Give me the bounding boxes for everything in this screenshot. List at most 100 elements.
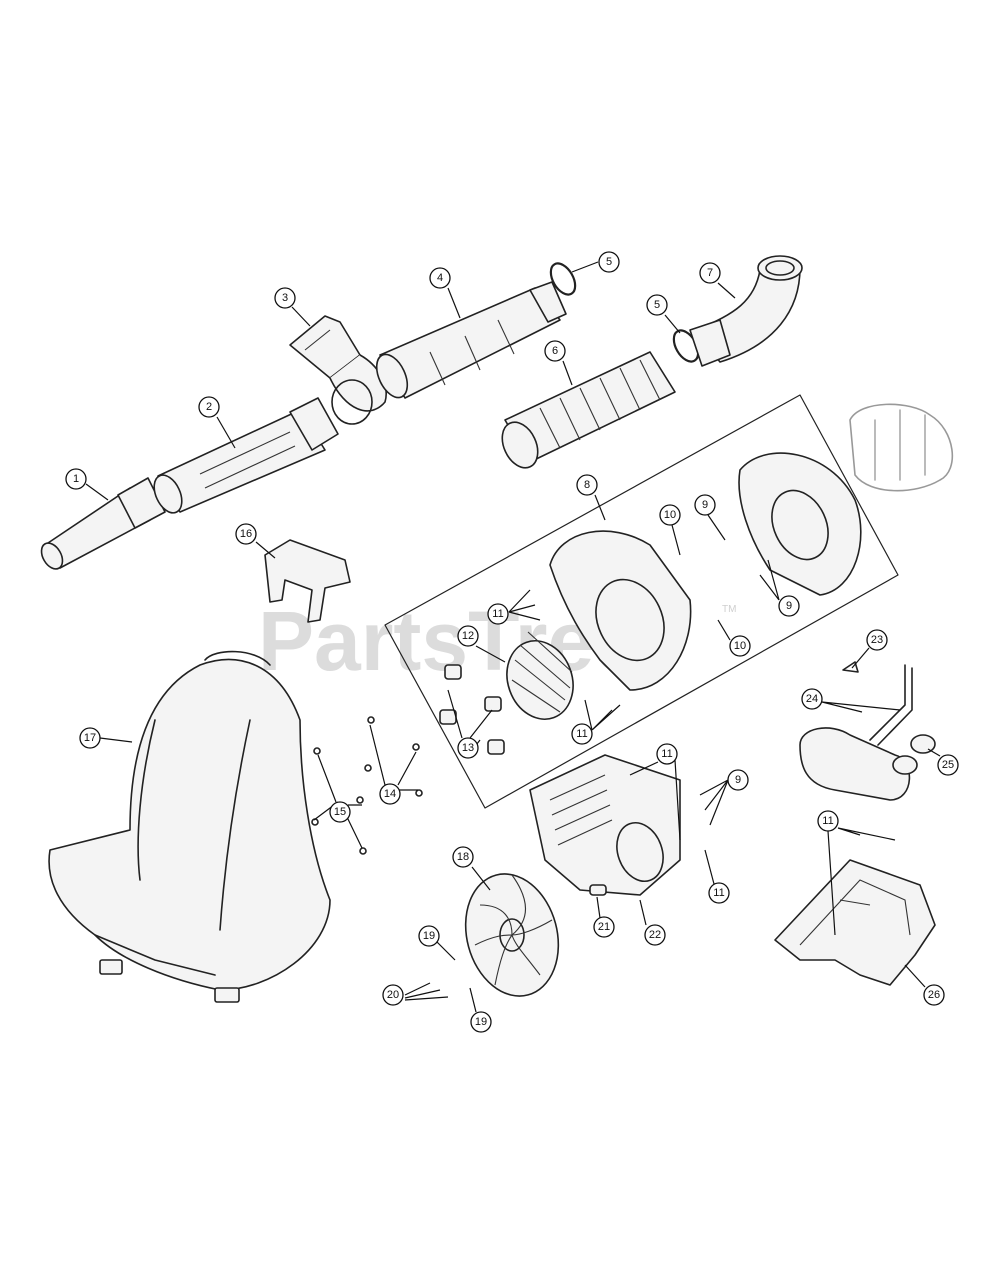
callout-bubble	[778, 595, 800, 617]
callout-number: 17	[84, 732, 96, 744]
callout-bubble	[708, 882, 730, 904]
callout-number: 5	[654, 299, 660, 311]
callout-number: 18	[457, 851, 469, 863]
callout-number: 8	[584, 479, 590, 491]
callout-14: 14	[379, 783, 401, 805]
callout-number: 19	[475, 1016, 487, 1028]
callout-24: 24	[801, 688, 823, 710]
part-fuel-cap	[910, 734, 936, 754]
callout-bubble	[198, 396, 220, 418]
callout-bubble	[646, 294, 668, 316]
part-intake-screen	[506, 631, 574, 720]
callout-bubble	[598, 251, 620, 273]
callout-bubble	[937, 754, 959, 776]
callout-15: 15	[329, 801, 351, 823]
callout-bubble	[470, 1011, 492, 1033]
callout-bubble	[576, 474, 598, 496]
callout-number: 11	[661, 748, 672, 760]
callout-bubble	[694, 494, 716, 516]
callout-number: 9	[702, 499, 708, 511]
part-elbow	[689, 255, 803, 367]
part-handle	[289, 315, 387, 425]
callout-4: 4	[429, 267, 451, 289]
callout-number: 11	[713, 887, 724, 899]
callout-19: 19	[418, 925, 440, 947]
callout-bubble	[729, 635, 751, 657]
callout-bubble	[79, 727, 101, 749]
callout-number: 14	[384, 788, 396, 800]
callout-number: 10	[734, 640, 746, 652]
callout-number: 3	[282, 292, 288, 304]
callout-bubble	[593, 916, 615, 938]
callout-5: 5	[646, 294, 668, 316]
callout-bubble	[571, 723, 593, 745]
callout-6: 6	[544, 340, 566, 362]
callout-number: 9	[735, 774, 741, 786]
callout-25: 25	[937, 754, 959, 776]
watermark-trademark: TM	[722, 604, 736, 615]
callout-bubble	[429, 267, 451, 289]
part-fuel-tank	[799, 664, 918, 801]
callout-bubble	[452, 846, 474, 868]
callout-bubble	[923, 984, 945, 1006]
callout-5: 5	[598, 251, 620, 273]
housing-group-boundary	[384, 394, 899, 809]
callout-17: 17	[79, 727, 101, 749]
callout-bubble	[659, 504, 681, 526]
part-vibration-mounts	[439, 664, 505, 755]
callout-21: 21	[593, 916, 615, 938]
callout-bubble	[235, 523, 257, 545]
callout-number: 2	[206, 401, 212, 413]
part-hardware-small	[311, 716, 423, 855]
part-flex-hose	[501, 351, 676, 469]
callout-1: 1	[65, 468, 87, 490]
callout-bubble	[418, 925, 440, 947]
callout-10: 10	[729, 635, 751, 657]
part-fan	[464, 873, 560, 997]
callout-bubble	[487, 603, 509, 625]
callout-22: 22	[644, 924, 666, 946]
part-bracket	[264, 539, 351, 623]
callout-number: 19	[423, 930, 435, 942]
callout-labels: 1234556789991010111111111112131415161718…	[65, 251, 959, 1033]
callout-9: 9	[778, 595, 800, 617]
callout-bubble	[544, 340, 566, 362]
callout-bubble	[457, 625, 479, 647]
callout-number: 6	[552, 345, 558, 357]
callout-11: 11	[571, 723, 593, 745]
callout-19: 19	[470, 1011, 492, 1033]
callout-11: 11	[817, 810, 839, 832]
callout-18: 18	[452, 846, 474, 868]
callout-number: 9	[786, 600, 792, 612]
callout-bubble	[699, 262, 721, 284]
callout-bubble	[329, 801, 351, 823]
part-nozzle	[40, 477, 166, 570]
part-bushing	[589, 884, 607, 896]
callout-number: 7	[707, 267, 713, 279]
part-harness	[48, 650, 331, 1003]
callout-bubble	[274, 287, 296, 309]
callout-26: 26	[923, 984, 945, 1006]
callout-bubble	[379, 783, 401, 805]
callout-number: 11	[822, 815, 833, 827]
part-straight-tube	[153, 397, 339, 514]
callout-11: 11	[656, 743, 678, 765]
callout-23: 23	[866, 629, 888, 651]
callout-bubble	[65, 468, 87, 490]
callout-number: 24	[806, 693, 818, 705]
callout-10: 10	[659, 504, 681, 526]
callout-13: 13	[457, 737, 479, 759]
callout-number: 5	[606, 256, 612, 268]
callout-11: 11	[708, 882, 730, 904]
part-curved-tube	[375, 281, 567, 399]
callout-number: 11	[492, 608, 503, 620]
engine-silhouette	[849, 403, 954, 492]
part-fitting	[842, 661, 859, 673]
callout-number: 21	[598, 921, 610, 933]
callout-number: 20	[387, 989, 399, 1001]
part-fan-cover	[529, 754, 681, 896]
part-blower-housing	[549, 452, 862, 691]
callout-number: 15	[334, 806, 346, 818]
callout-bubble	[382, 984, 404, 1006]
